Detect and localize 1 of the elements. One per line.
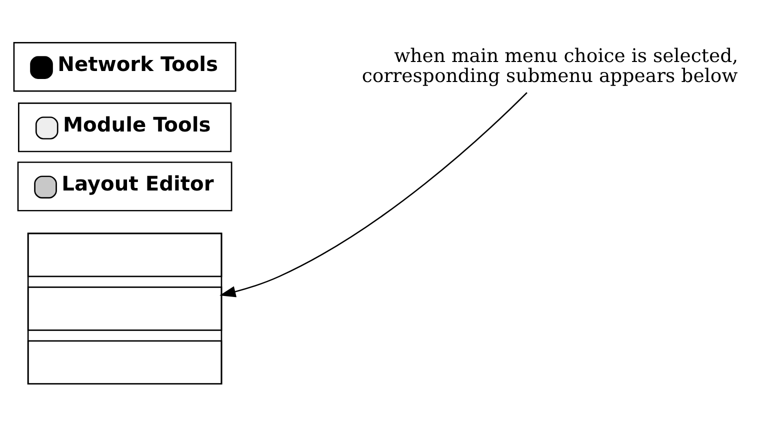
node-text: when main menu choice is selected, corresponding submenu appears below: [362, 46, 738, 87]
